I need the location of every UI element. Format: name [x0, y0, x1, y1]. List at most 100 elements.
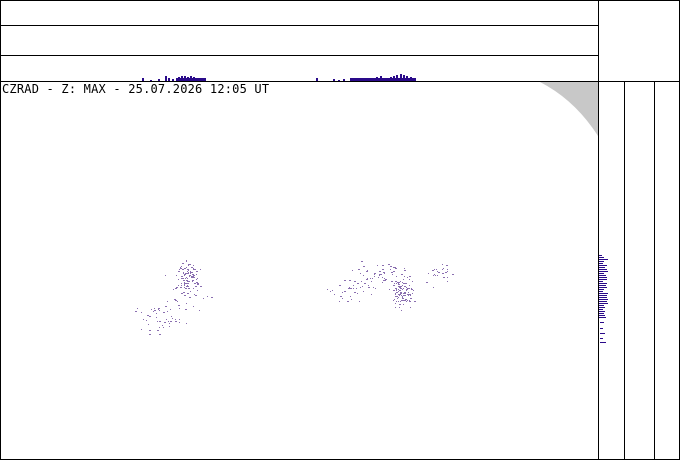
echo-pixel [410, 295, 411, 296]
echo-pixel [193, 269, 195, 270]
echo-pixel [159, 334, 161, 335]
echo-pixel [197, 278, 198, 279]
echo-pixel [169, 326, 170, 327]
echo-pixel [349, 288, 351, 289]
echo-pixel [378, 277, 379, 278]
echo-pixel [193, 265, 194, 266]
side-profile-bar [599, 281, 603, 282]
echo-pixel [181, 285, 182, 286]
side-profile-bar [599, 267, 605, 268]
echo-pixel [399, 290, 401, 291]
echo-pixel [395, 296, 397, 297]
echo-pixel [196, 279, 197, 280]
echo-pixel [149, 334, 151, 335]
echo-pixel [187, 269, 188, 270]
echo-pixel [357, 283, 359, 284]
echo-pixel [159, 310, 160, 311]
echo-pixel [397, 282, 399, 283]
echo-pixel [395, 288, 397, 289]
echo-pixel [366, 271, 368, 272]
echo-pixel [398, 283, 399, 284]
echo-pixel [405, 283, 407, 284]
echo-pixel [165, 275, 166, 276]
side-profile-bar [600, 328, 603, 329]
echo-pixel [192, 281, 193, 282]
echo-pixel [185, 283, 186, 284]
echo-pixel [398, 294, 400, 295]
echo-pixel [187, 285, 188, 286]
echo-pixel [141, 312, 142, 313]
echo-pixel [395, 267, 396, 268]
echo-pixel [164, 322, 166, 323]
echo-pixel [187, 281, 188, 282]
echo-pixel [184, 275, 185, 276]
echo-pixel [175, 300, 177, 301]
echo-pixel [400, 293, 401, 294]
echo-pixel [390, 266, 392, 267]
echo-pixel [186, 280, 188, 281]
side-profile-bar [599, 305, 604, 306]
echo-pixel [359, 269, 360, 270]
echo-pixel [428, 273, 429, 274]
side-profile-bar [599, 257, 604, 258]
echo-pixel [434, 269, 435, 270]
echo-pixel [182, 269, 184, 270]
echo-pixel [187, 278, 188, 279]
echo-pixel [179, 308, 180, 309]
echo-pixel [171, 316, 172, 317]
echo-pixel [447, 277, 448, 278]
side-profile-bar [599, 279, 607, 280]
side-projection-profile [599, 255, 608, 343]
echo-pixel [196, 282, 198, 283]
echo-pixel [409, 276, 411, 277]
echo-pixel [327, 289, 328, 290]
echo-pixel [374, 276, 375, 277]
echo-pixel [391, 281, 393, 282]
echo-pixel [167, 301, 168, 302]
echo-pixel [400, 288, 402, 289]
echo-pixel [399, 287, 401, 288]
echo-pixel [358, 269, 359, 270]
radar-map-view [0, 81, 599, 460]
echo-pixel [403, 298, 404, 299]
echo-pixel [398, 297, 399, 298]
echo-pixel [427, 282, 428, 283]
echo-pixel [197, 283, 199, 284]
echo-pixel [135, 311, 137, 312]
echo-pixel [353, 288, 354, 289]
side-profile-bar [599, 309, 603, 310]
echo-pixel [180, 287, 182, 288]
echo-pixel [175, 299, 176, 300]
echo-pixel [193, 306, 194, 307]
echo-pixel [181, 266, 182, 267]
side-profile-bar [600, 333, 605, 334]
echo-pixel [397, 298, 398, 299]
echo-pixel [167, 311, 168, 312]
echo-pixel [406, 289, 407, 290]
side-profile-bar [599, 277, 607, 278]
echo-pixel [350, 280, 351, 281]
radar-echo-field [135, 260, 454, 335]
echo-pixel [395, 307, 396, 308]
echo-pixel [363, 275, 364, 276]
echo-pixel [370, 278, 371, 279]
echo-pixel [367, 278, 368, 279]
echo-pixel [406, 299, 407, 300]
echo-pixel [186, 303, 187, 304]
echo-pixel [406, 301, 407, 302]
echo-pixel [211, 297, 213, 298]
echo-pixel [200, 269, 201, 270]
echo-pixel [195, 286, 197, 287]
echo-pixel [396, 292, 397, 293]
echo-pixel [401, 274, 403, 275]
side-panel-3 [654, 81, 680, 460]
side-profile-bar [599, 313, 604, 314]
echo-pixel [446, 265, 448, 266]
echo-pixel [185, 278, 186, 279]
side-profile-bar [599, 297, 607, 298]
echo-pixel [403, 304, 404, 305]
echo-pixel [403, 300, 404, 301]
echo-pixel [409, 285, 410, 286]
echo-pixel [340, 296, 342, 297]
echo-pixel [179, 319, 180, 320]
